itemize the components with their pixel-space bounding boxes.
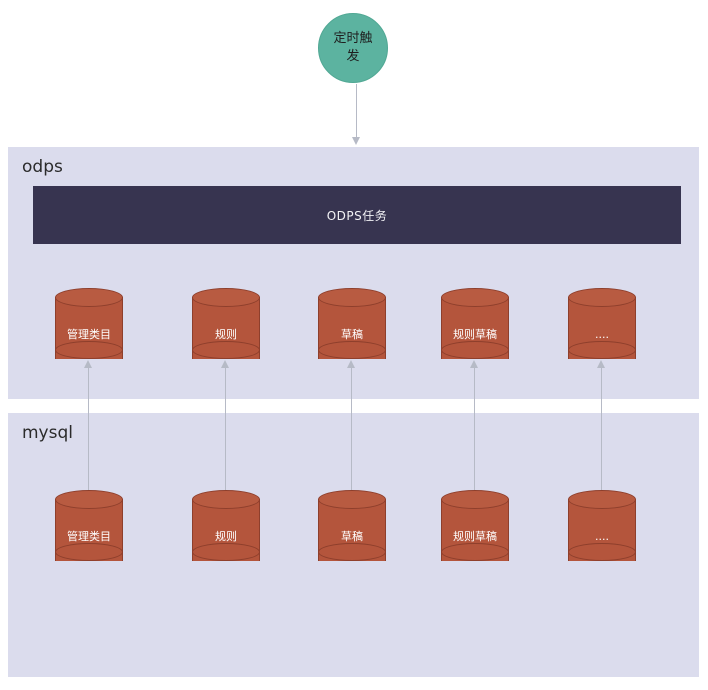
- odps-table-label: 管理类目: [67, 328, 111, 341]
- arrowhead-up-icon: [84, 360, 92, 368]
- cylinder-bottom-ellipse: [318, 341, 386, 359]
- connector-line: [474, 368, 475, 492]
- odps-table-label: 规则草稿: [453, 328, 497, 341]
- arrowhead-up-icon: [597, 360, 605, 368]
- cylinder-top-ellipse: [318, 288, 386, 307]
- group-label-mysql: mysql: [22, 423, 73, 443]
- odps-table-node[interactable]: 规则草稿: [441, 288, 509, 368]
- connector-mysql-to-odps: [597, 360, 606, 492]
- cylinder-top-ellipse: [568, 288, 636, 307]
- odps-table-node[interactable]: 管理类目: [55, 288, 123, 368]
- mysql-table-label: 草稿: [341, 530, 363, 543]
- odps-table-label: 草稿: [341, 328, 363, 341]
- odps-table-label: ....: [595, 328, 609, 341]
- mysql-table-node[interactable]: 草稿: [318, 490, 386, 570]
- cylinder-top-ellipse: [55, 288, 123, 307]
- trigger-node-label: 定时触发: [333, 31, 373, 64]
- cylinder-bottom-ellipse: [568, 543, 636, 561]
- cylinder-bottom-ellipse: [568, 341, 636, 359]
- cylinder-bottom-ellipse: [192, 341, 260, 359]
- connector-line: [351, 368, 352, 492]
- connector-mysql-to-odps: [221, 360, 230, 492]
- cylinder-top-ellipse: [441, 288, 509, 307]
- connector-mysql-to-odps: [347, 360, 356, 492]
- cylinder-top-ellipse: [441, 490, 509, 509]
- group-label-odps: odps: [22, 157, 63, 177]
- odps-table-label: 规则: [215, 328, 237, 341]
- cylinder-top-ellipse: [318, 490, 386, 509]
- cylinder-top-ellipse: [192, 490, 260, 509]
- connector-line: [225, 368, 226, 492]
- cylinder-bottom-ellipse: [318, 543, 386, 561]
- connector-line: [88, 368, 89, 492]
- mysql-table-node[interactable]: 管理类目: [55, 490, 123, 570]
- odps-table-node[interactable]: ....: [568, 288, 636, 368]
- connector-mysql-to-odps: [84, 360, 93, 492]
- arrowhead-up-icon: [470, 360, 478, 368]
- odps-task-bar-label: ODPS任务: [326, 208, 388, 223]
- cylinder-bottom-ellipse: [192, 543, 260, 561]
- arrowhead-up-icon: [221, 360, 229, 368]
- mysql-table-label: 管理类目: [67, 530, 111, 543]
- cylinder-top-ellipse: [55, 490, 123, 509]
- mysql-table-node[interactable]: 规则草稿: [441, 490, 509, 570]
- cylinder-bottom-ellipse: [55, 341, 123, 359]
- mysql-table-node[interactable]: 规则: [192, 490, 260, 570]
- connector-line: [601, 368, 602, 492]
- mysql-table-label: 规则: [215, 530, 237, 543]
- trigger-node[interactable]: 定时触发: [318, 13, 388, 83]
- cylinder-bottom-ellipse: [55, 543, 123, 561]
- mysql-table-node[interactable]: ....: [568, 490, 636, 570]
- odps-table-node[interactable]: 草稿: [318, 288, 386, 368]
- connector-line: [356, 84, 357, 139]
- odps-task-bar[interactable]: ODPS任务: [33, 186, 681, 244]
- mysql-table-label: ....: [595, 530, 609, 543]
- arrowhead-down-icon: [352, 137, 360, 145]
- cylinder-top-ellipse: [568, 490, 636, 509]
- cylinder-bottom-ellipse: [441, 543, 509, 561]
- odps-table-node[interactable]: 规则: [192, 288, 260, 368]
- cylinder-bottom-ellipse: [441, 341, 509, 359]
- arrowhead-up-icon: [347, 360, 355, 368]
- mysql-table-label: 规则草稿: [453, 530, 497, 543]
- connector-mysql-to-odps: [470, 360, 479, 492]
- connector-trigger-to-odps: [352, 84, 361, 147]
- cylinder-top-ellipse: [192, 288, 260, 307]
